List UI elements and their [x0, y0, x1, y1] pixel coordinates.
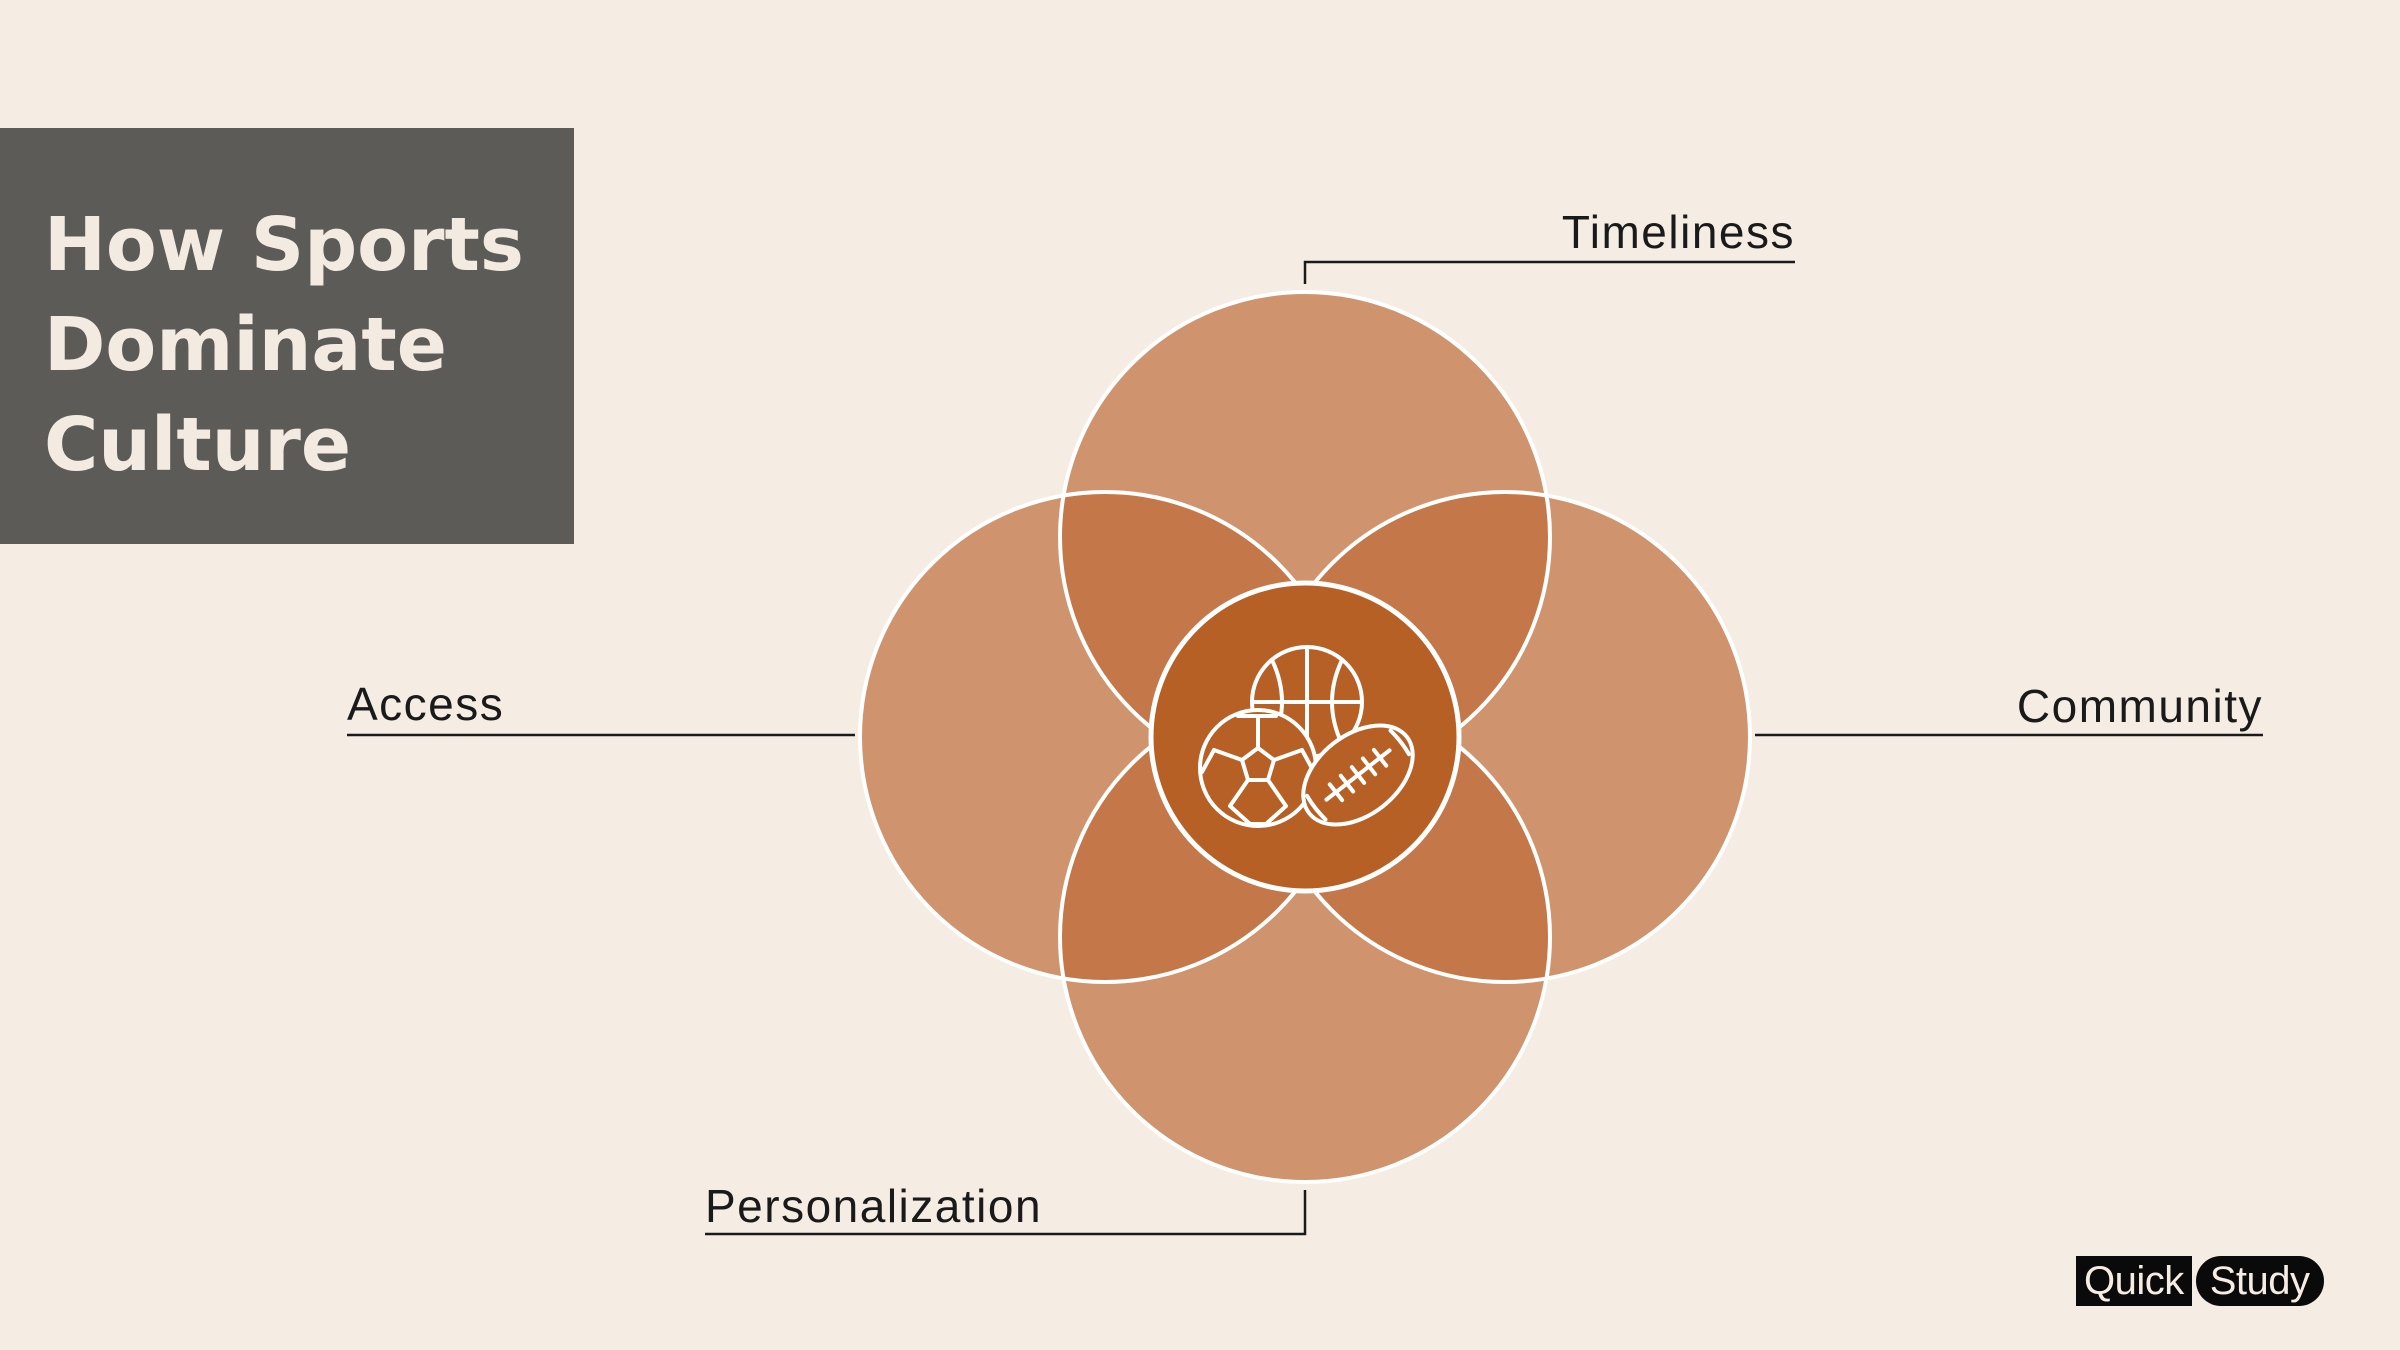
connector-bottom [705, 1190, 1307, 1236]
quickstudy-logo: Quick Study [2076, 1256, 2324, 1306]
connector-top [1303, 260, 1795, 284]
label-access: Access [347, 678, 504, 730]
label-personalization: Personalization [705, 1180, 1042, 1232]
connector-lines [347, 260, 2263, 1236]
label-community: Community [2017, 680, 2263, 732]
sports-balls-icon [1198, 645, 1415, 828]
label-timeliness: Timeliness [1562, 206, 1795, 258]
title-box: How Sports Dominate Culture [0, 128, 574, 544]
logo-quick: Quick [2076, 1256, 2192, 1306]
logo-study: Study [2195, 1256, 2324, 1306]
title-line-1: How Sports [44, 202, 524, 288]
title-line-2: Dominate [44, 302, 447, 388]
title-line-3: Culture [44, 402, 352, 488]
